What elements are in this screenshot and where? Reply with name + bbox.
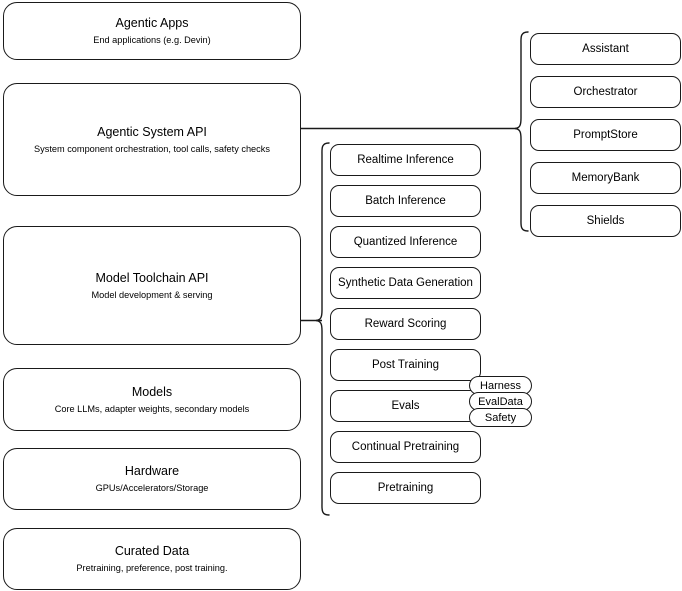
- toolchain-item-post-training[interactable]: Post Training: [330, 349, 481, 381]
- system-item-promptstore[interactable]: PromptStore: [530, 119, 681, 151]
- toolchain-item-label: Reward Scoring: [364, 318, 447, 330]
- system-components-brace: [514, 31, 529, 232]
- system-item-label: Shields: [586, 215, 625, 227]
- layer-title-agentic-system-api: Agentic System API: [97, 124, 207, 139]
- layer-subtitle-agentic-apps: End applications (e.g. Devin): [93, 35, 211, 45]
- eval-pill-label: Harness: [480, 379, 521, 392]
- layer-box-model-toolchain-api[interactable]: Model Toolchain API Model development & …: [3, 226, 301, 345]
- toolchain-item-continual-pretraining[interactable]: Continual Pretraining: [330, 431, 481, 463]
- layer-title-models: Models: [131, 384, 173, 399]
- toolchain-item-pretraining[interactable]: Pretraining: [330, 472, 481, 504]
- layer-title-model-toolchain-api: Model Toolchain API: [95, 270, 209, 285]
- system-item-label: Assistant: [582, 43, 629, 55]
- toolchain-item-label: Post Training: [371, 359, 440, 371]
- system-item-label: Orchestrator: [573, 86, 638, 98]
- toolchain-item-label: Synthetic Data Generation: [338, 277, 473, 289]
- toolchain-item-label: Pretraining: [377, 482, 434, 494]
- system-item-label: MemoryBank: [571, 172, 640, 184]
- toolchain-item-batch-inference[interactable]: Batch Inference: [330, 185, 481, 217]
- layer-title-hardware: Hardware: [124, 464, 180, 478]
- layer-box-curated-data[interactable]: Curated Data Pretraining, preference, po…: [3, 528, 301, 590]
- toolchain-item-synthetic-data-generation[interactable]: Synthetic Data Generation: [330, 267, 481, 299]
- layer-subtitle-model-toolchain-api: Model development & serving: [91, 289, 213, 300]
- layer-subtitle-models: Core LLMs, adapter weights, secondary mo…: [54, 403, 250, 414]
- layer-box-agentic-system-api[interactable]: Agentic System API System component orch…: [3, 83, 301, 196]
- system-item-label: PromptStore: [573, 129, 638, 141]
- toolchain-item-reward-scoring[interactable]: Reward Scoring: [330, 308, 481, 340]
- toolchain-item-label: Batch Inference: [365, 195, 446, 207]
- toolchain-item-label: Realtime Inference: [357, 154, 454, 166]
- layer-title-agentic-apps: Agentic Apps: [115, 16, 189, 30]
- toolchain-item-quantized-inference[interactable]: Quantized Inference: [330, 226, 481, 258]
- toolchain-item-label: Quantized Inference: [353, 236, 458, 248]
- layer-box-models[interactable]: Models Core LLMs, adapter weights, secon…: [3, 368, 301, 431]
- eval-pill-label: Safety: [484, 411, 517, 424]
- toolchain-item-evals[interactable]: Evals: [330, 390, 481, 422]
- toolchain-item-label: Continual Pretraining: [351, 441, 460, 453]
- toolchain-item-label: Evals: [391, 400, 420, 412]
- system-item-orchestrator[interactable]: Orchestrator: [530, 76, 681, 108]
- layer-subtitle-hardware: GPUs/Accelerators/Storage: [95, 483, 209, 493]
- layer-box-agentic-apps[interactable]: Agentic Apps End applications (e.g. Devi…: [3, 2, 301, 60]
- eval-pill-label: EvalData: [478, 395, 523, 408]
- toolchain-components-brace: [315, 142, 330, 516]
- layer-title-curated-data: Curated Data: [114, 544, 190, 558]
- toolchain-item-realtime-inference[interactable]: Realtime Inference: [330, 144, 481, 176]
- eval-pill-safety[interactable]: Safety: [469, 408, 532, 427]
- layer-box-hardware[interactable]: Hardware GPUs/Accelerators/Storage: [3, 448, 301, 510]
- layer-subtitle-agentic-system-api: System component orchestration, tool cal…: [34, 143, 270, 154]
- system-item-memorybank[interactable]: MemoryBank: [530, 162, 681, 194]
- system-item-shields[interactable]: Shields: [530, 205, 681, 237]
- system-item-assistant[interactable]: Assistant: [530, 33, 681, 65]
- layer-subtitle-curated-data: Pretraining, preference, post training.: [76, 563, 228, 573]
